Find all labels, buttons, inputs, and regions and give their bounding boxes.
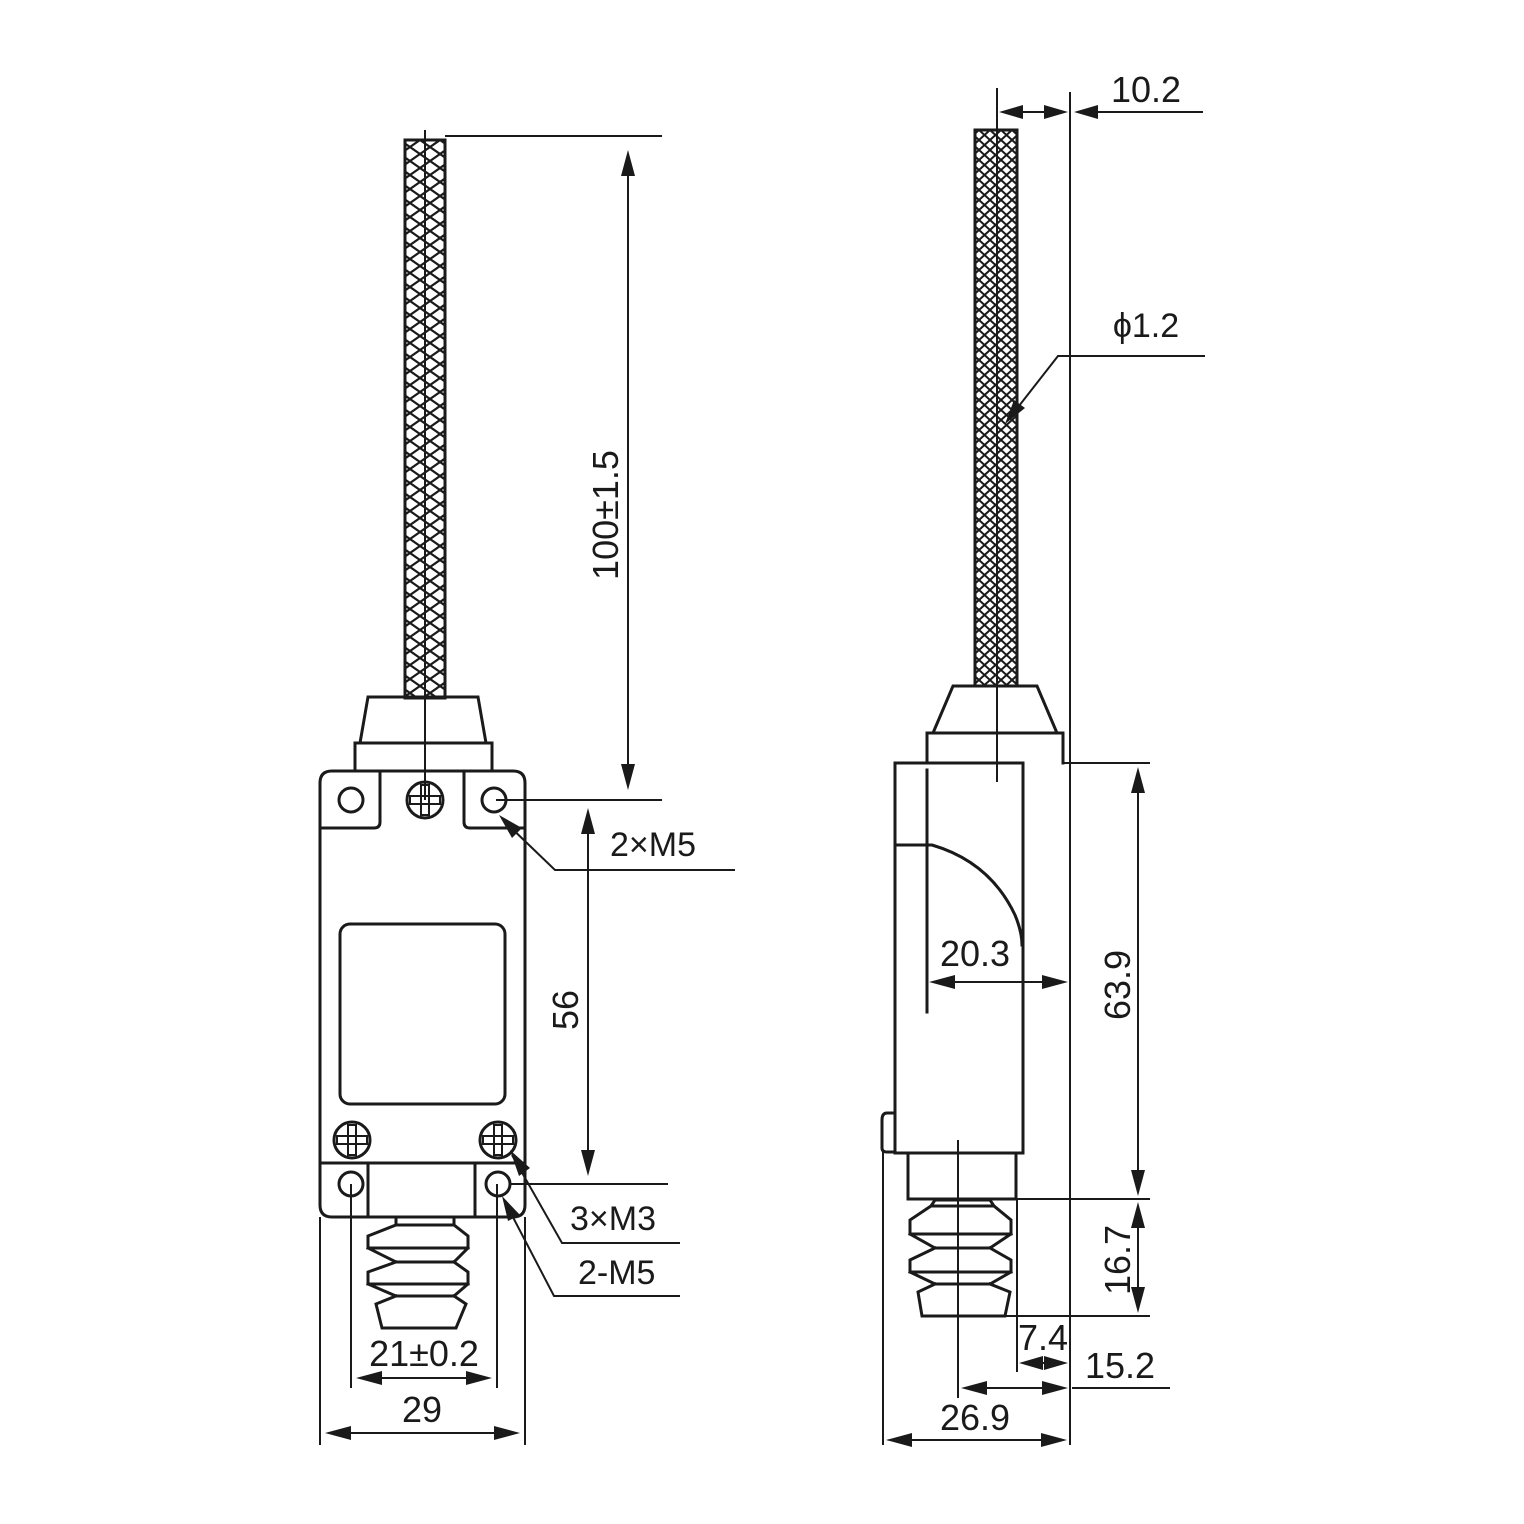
mount-hole-top-left — [337, 786, 365, 814]
callout-top-mount-holes-label: 2×M5 — [610, 826, 696, 864]
cover-window — [338, 922, 507, 1106]
spring-rod-front — [403, 130, 447, 800]
dim-plunger-axis-offset: 15.2 — [961, 1345, 1170, 1395]
switch-body-side — [880, 733, 1025, 1445]
dim-rod-offset-label: 10.2 — [1111, 69, 1181, 110]
dim-body-width: 29 — [319, 1217, 526, 1445]
plunger-bellows-front — [365, 1215, 471, 1330]
dim-body-depth-label: 26.9 — [940, 1397, 1010, 1438]
dim-rod-diameter: ϕ1.2 — [1005, 307, 1205, 424]
actuator-cap-front — [353, 695, 494, 773]
dim-body-height: 63.9 — [1016, 762, 1150, 1200]
side-view: 10.2 ϕ1.2 20.3 63.9 — [880, 69, 1205, 1447]
dim-cover-depth-label: 20.3 — [940, 933, 1010, 974]
dim-plunger-axis-offset-label: 15.2 — [1085, 1345, 1155, 1386]
dim-cover-depth: 20.3 — [929, 933, 1068, 989]
spring-rod-side — [973, 88, 1019, 782]
dim-rod-offset: 10.2 — [999, 69, 1203, 119]
dim-plunger-offset-label: 7.4 — [1018, 1317, 1068, 1358]
plunger-bellows-side — [906, 1140, 1018, 1398]
dim-body-width-label: 29 — [402, 1389, 442, 1430]
actuator-cap-side — [925, 684, 1065, 782]
callout-cover-screws: 3×M3 — [510, 1150, 680, 1244]
dim-hole-spacing-horizontal-label: 21±0.2 — [369, 1333, 479, 1374]
front-view: 100±1.5 56 2×M5 3×M3 2-M5 — [318, 130, 735, 1445]
screw-left — [332, 1120, 372, 1160]
callout-cover-screws-label: 3×M3 — [570, 1200, 656, 1238]
dim-rod-diameter-label: ϕ1.2 — [1113, 307, 1179, 345]
dim-rod-length: 100±1.5 — [445, 135, 662, 801]
dim-body-depth: 26.9 — [886, 1397, 1067, 1447]
callout-bottom-mount-holes: 2-M5 — [502, 1196, 680, 1297]
dim-plunger-height-label: 16.7 — [1097, 1225, 1138, 1295]
callout-bottom-mount-holes-label: 2-M5 — [578, 1254, 655, 1292]
dim-hole-spacing-vertical: 56 — [510, 808, 668, 1185]
callout-top-mount-holes: 2×M5 — [499, 815, 735, 871]
dim-hole-spacing-horizontal: 21±0.2 — [350, 1184, 498, 1388]
dim-hole-spacing-vertical-label: 56 — [545, 990, 586, 1030]
screw-right — [478, 1120, 518, 1160]
screw-top-center — [405, 780, 445, 820]
dim-plunger-offset: 7.4 — [1018, 1317, 1068, 1370]
dim-body-height-label: 63.9 — [1097, 950, 1138, 1020]
dim-rod-length-label: 100±1.5 — [585, 450, 626, 580]
dim-plunger-height: 16.7 — [1005, 1202, 1150, 1317]
